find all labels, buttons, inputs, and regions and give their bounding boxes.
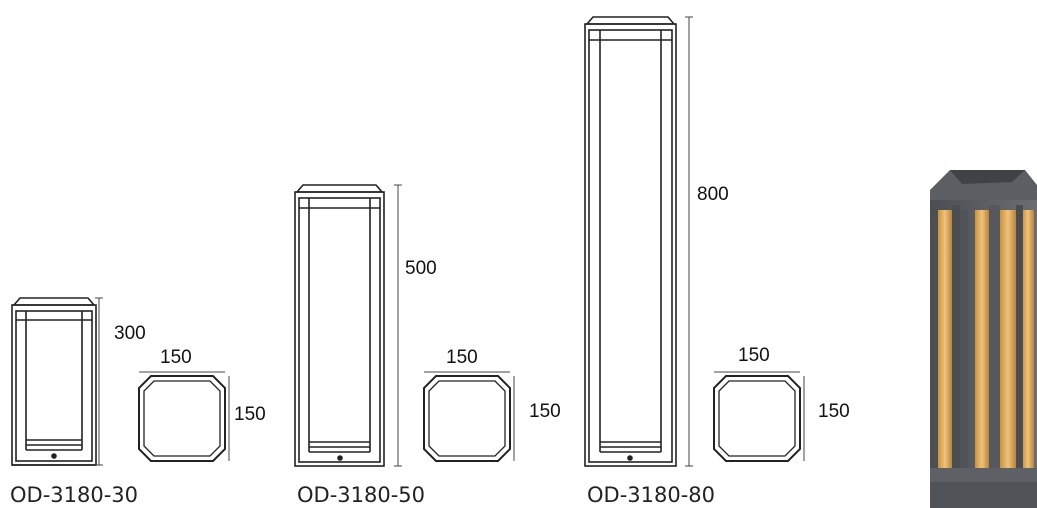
dimension-lines-top-1 [139, 371, 230, 461]
dimension-line-500 [394, 184, 402, 467]
height-label-300: 300 [114, 323, 146, 344]
bollard-800-top-view [713, 375, 801, 462]
width-label-500: 150 [446, 347, 478, 368]
width-label-300: 150 [160, 347, 192, 368]
height-label-800: 800 [697, 184, 729, 205]
depth-label-500: 150 [529, 401, 561, 422]
depth-label-300: 150 [234, 404, 266, 425]
model-name-50: OD-3180-50 [297, 483, 426, 507]
depth-label-800: 150 [818, 401, 850, 422]
width-label-800: 150 [738, 345, 770, 366]
dimension-line-800 [685, 16, 693, 467]
dimension-lines-top-3 [714, 371, 805, 461]
model-name-30: OD-3180-30 [10, 483, 139, 507]
model-name-80: OD-3180-80 [587, 483, 716, 507]
height-label-500: 500 [405, 258, 437, 279]
bollard-500-top-view [423, 375, 511, 462]
bollard-300-elevation [11, 297, 97, 466]
bollard-product-image [930, 170, 1037, 508]
dimension-lines-top-2 [424, 371, 515, 461]
bollard-800-elevation [584, 16, 677, 467]
dimension-line-300 [95, 297, 103, 466]
bollard-500-elevation [294, 184, 385, 467]
bollard-300-top-view [138, 375, 226, 462]
